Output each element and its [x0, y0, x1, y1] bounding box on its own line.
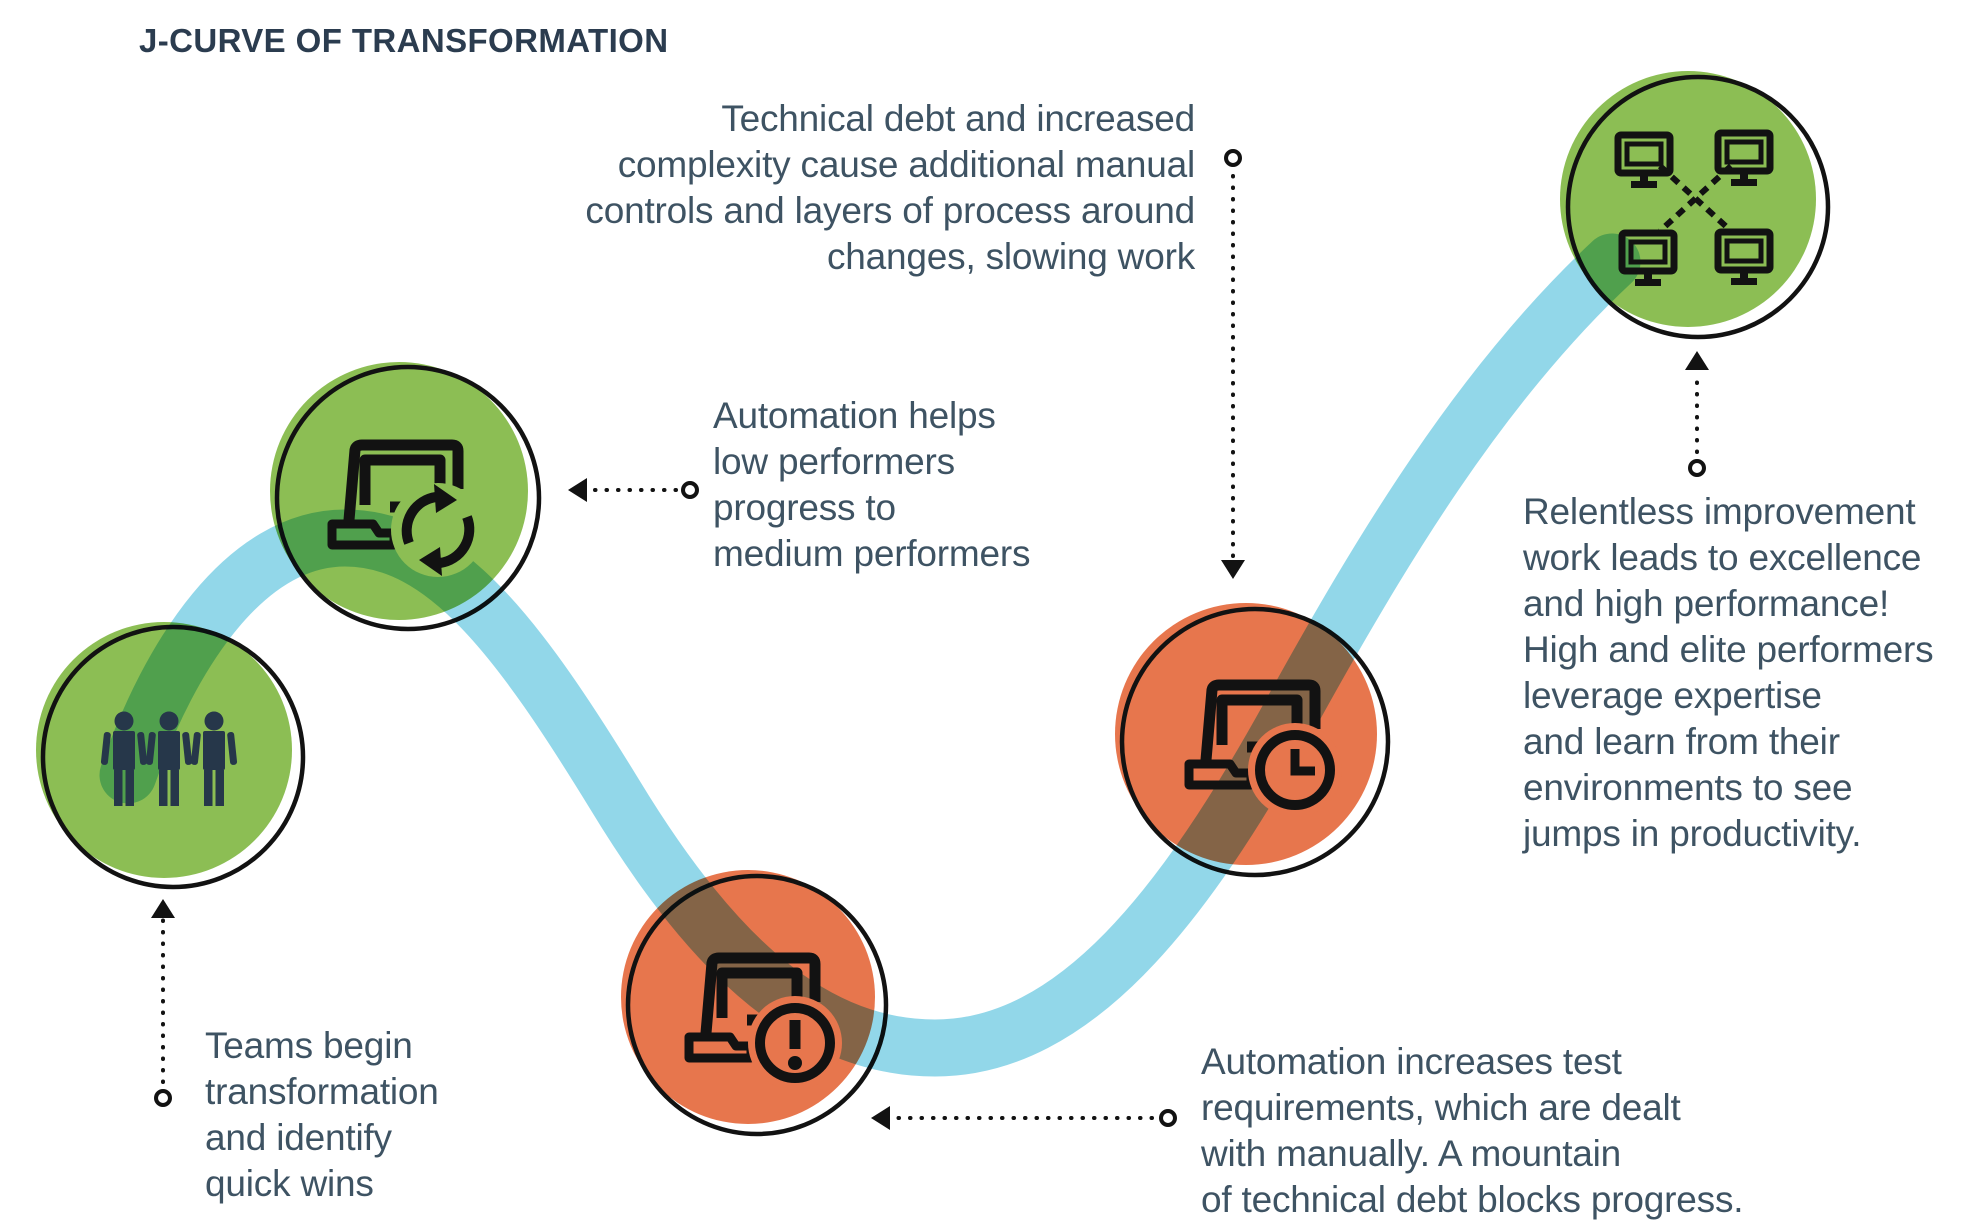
leader-ring — [1159, 1109, 1177, 1127]
node-outlines — [40, 74, 1831, 1137]
laptop-clock-icon — [1189, 685, 1342, 817]
arrow-up-icon — [151, 899, 175, 918]
annotation-teams-begin: Teams begin transformation and identify … — [205, 1025, 439, 1204]
leader-ring — [1688, 459, 1706, 477]
arrow-down-icon — [1221, 560, 1245, 579]
annotation-relentless-improvement: Relentless improvement work leads to exc… — [1523, 491, 1934, 854]
laptop-warning-icon — [689, 958, 842, 1090]
leader-ring — [681, 481, 699, 499]
connector-relentless — [1685, 351, 1709, 477]
leader-ring — [154, 1089, 172, 1107]
page-title: J-CURVE OF TRANSFORMATION — [139, 22, 669, 59]
connector-teams-begin — [151, 899, 175, 1107]
arrow-up-icon — [1685, 351, 1709, 370]
connector-technical-debt — [1221, 149, 1245, 579]
arrow-left-icon — [871, 1106, 890, 1130]
connector-automation-helps — [568, 478, 699, 502]
leader-ring — [1224, 149, 1242, 167]
annotation-automation-helps: Automation helps low performers progress… — [713, 395, 1031, 574]
annotation-automation-increases: Automation increases test requirements, … — [1201, 1041, 1744, 1220]
network-computers-icon — [1618, 133, 1770, 286]
laptop-refresh-icon — [332, 445, 485, 577]
arrow-left-icon — [568, 478, 587, 502]
annotation-technical-debt: Technical debt and increased complexity … — [585, 98, 1195, 277]
connector-automation-increases — [871, 1106, 1177, 1130]
